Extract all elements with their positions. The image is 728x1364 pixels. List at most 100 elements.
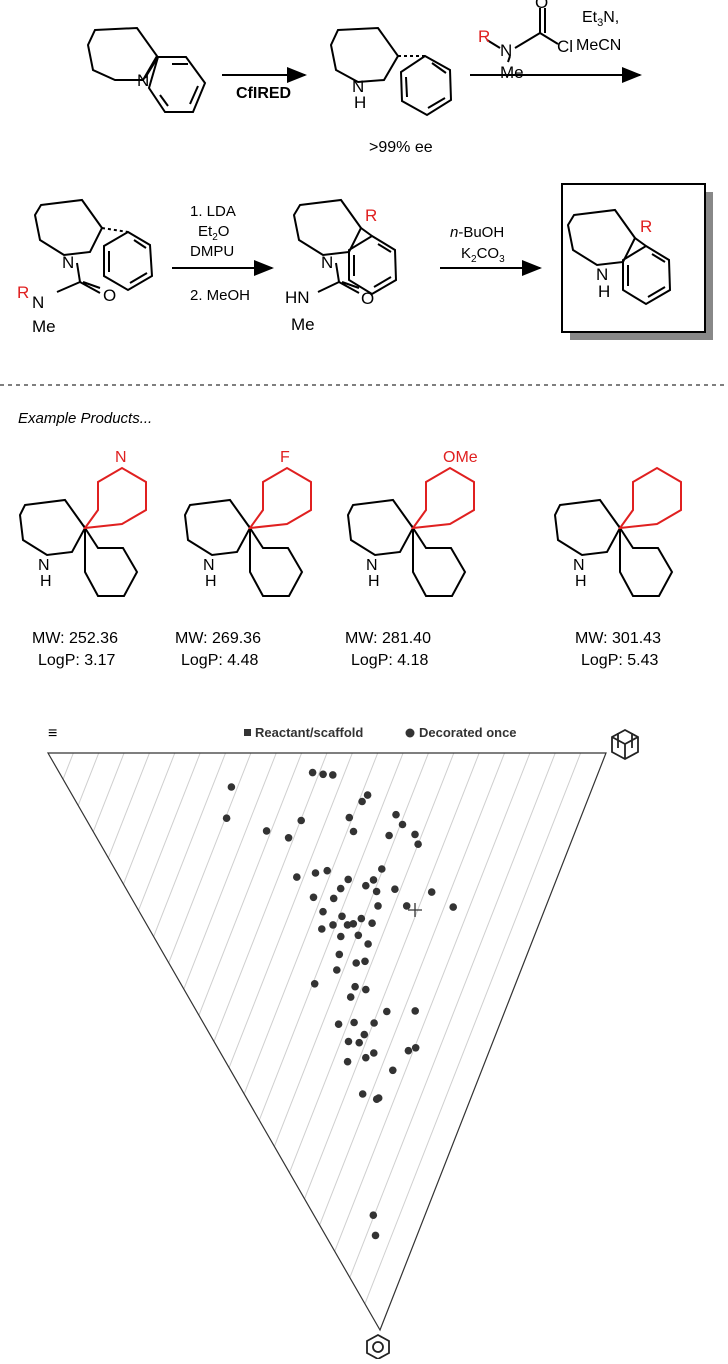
scatter-point[interactable] [402, 902, 411, 910]
scatter-point[interactable] [344, 875, 353, 884]
example-H: H [368, 573, 380, 590]
example-logp: LogP: 3.17 [38, 652, 116, 669]
scatter-point[interactable] [374, 902, 382, 910]
scatter-point[interactable] [369, 876, 378, 884]
menu-icon[interactable]: ≡ [48, 725, 57, 742]
scatter-point[interactable] [319, 770, 327, 779]
grid-line [349, 752, 556, 1278]
scatter-point[interactable] [449, 903, 458, 911]
scatter-point[interactable] [329, 894, 338, 903]
reagent-Cl: Cl [557, 37, 573, 56]
legend-label-decorated: Decorated once [419, 725, 517, 740]
grid-line [258, 752, 404, 1121]
scatter-point[interactable] [329, 921, 337, 929]
scatter-point[interactable] [363, 791, 372, 799]
scatter-point[interactable] [337, 932, 345, 941]
scatter-point[interactable] [351, 982, 359, 991]
scatter-point[interactable] [371, 1231, 380, 1240]
scatter-point[interactable] [354, 931, 363, 940]
scatter-point[interactable] [368, 919, 376, 927]
scatter-point[interactable] [378, 865, 386, 873]
urea-R: R [17, 283, 29, 302]
scatter-point[interactable] [334, 1020, 343, 1028]
example-mw: MW: 301.43 [575, 630, 661, 647]
scatter-point[interactable] [362, 985, 370, 994]
scatter-point[interactable] [349, 827, 358, 836]
scatter-point[interactable] [333, 966, 341, 974]
scatter-point[interactable] [362, 881, 370, 890]
scatter-point[interactable] [352, 959, 361, 967]
scatter-point[interactable] [310, 980, 319, 988]
scatter-point[interactable] [358, 1090, 367, 1098]
ternary-triangle [46, 752, 607, 1332]
scatter-point[interactable] [284, 834, 293, 842]
scatter-point[interactable] [385, 831, 393, 840]
grid-line [273, 752, 429, 1147]
scatter-point[interactable] [311, 869, 320, 877]
scatter-point[interactable] [357, 914, 366, 923]
grid-line [62, 752, 74, 780]
scatter-point[interactable] [392, 810, 400, 819]
scatter-point[interactable] [360, 1030, 369, 1039]
example-mw: MW: 269.36 [175, 630, 261, 647]
scatter-point[interactable] [318, 925, 326, 933]
scatter-point[interactable] [414, 840, 422, 848]
scatter-point[interactable] [319, 907, 327, 916]
scatter-point[interactable] [335, 950, 344, 959]
grid-line [138, 752, 201, 911]
scatter-point[interactable] [369, 1211, 378, 1219]
imine-structure [86, 26, 207, 113]
scatter-point[interactable] [343, 1057, 352, 1066]
scatter-point[interactable] [427, 888, 436, 896]
scatter-point[interactable] [262, 827, 271, 835]
scatter-point[interactable] [309, 893, 318, 902]
scatter-point[interactable] [338, 912, 346, 921]
scatter-point[interactable] [370, 1019, 378, 1027]
scatter-point[interactable] [329, 771, 337, 779]
legend-label-reactant: Reactant/scaffold [255, 725, 363, 740]
scatter-point[interactable] [297, 816, 306, 825]
scatter-point[interactable] [370, 1049, 378, 1057]
scatter-point[interactable] [355, 1038, 364, 1047]
scatter-point[interactable] [323, 866, 332, 875]
scatter-point[interactable] [308, 768, 317, 777]
final-product-structure [566, 208, 672, 306]
carbamoyl-chloride [486, 8, 559, 63]
step2-line4: 2. MeOH [190, 287, 250, 304]
scatter-point[interactable] [227, 783, 236, 791]
decorated-ring [617, 466, 682, 530]
scatter-point[interactable] [349, 920, 358, 928]
scatter-point[interactable] [391, 885, 399, 893]
scatter-point[interactable] [293, 873, 301, 881]
scatter-point[interactable] [343, 921, 352, 929]
example-NH: N [203, 557, 215, 574]
scatter-point[interactable] [383, 1007, 391, 1016]
reagent-N: N [500, 41, 512, 60]
scatter-point[interactable] [358, 797, 366, 806]
example-H: H [205, 573, 217, 590]
scatter-point[interactable] [346, 993, 355, 1001]
scatter-point[interactable] [398, 820, 407, 829]
scatter-point[interactable] [411, 830, 419, 839]
scatter-point[interactable] [372, 887, 381, 896]
scatter-point[interactable] [364, 940, 372, 948]
scatter-point[interactable] [411, 1044, 420, 1052]
grid-line [77, 752, 100, 806]
scatter-point[interactable] [361, 957, 369, 966]
urea-O: O [103, 286, 116, 305]
scatter-point[interactable] [404, 1046, 413, 1055]
scatter-point[interactable] [350, 1018, 358, 1027]
scatter-point[interactable] [411, 1007, 420, 1015]
scatter-point[interactable] [345, 813, 354, 822]
azepane-ring [18, 498, 139, 597]
scatter-point[interactable] [222, 814, 231, 822]
scatter-point[interactable] [389, 1066, 397, 1075]
quaternary-Me: Me [291, 315, 315, 334]
scatter-point[interactable] [372, 1095, 381, 1103]
scatter-point[interactable] [362, 1053, 370, 1062]
scatter-point[interactable] [336, 884, 345, 893]
scatter-point[interactable] [344, 1037, 353, 1046]
